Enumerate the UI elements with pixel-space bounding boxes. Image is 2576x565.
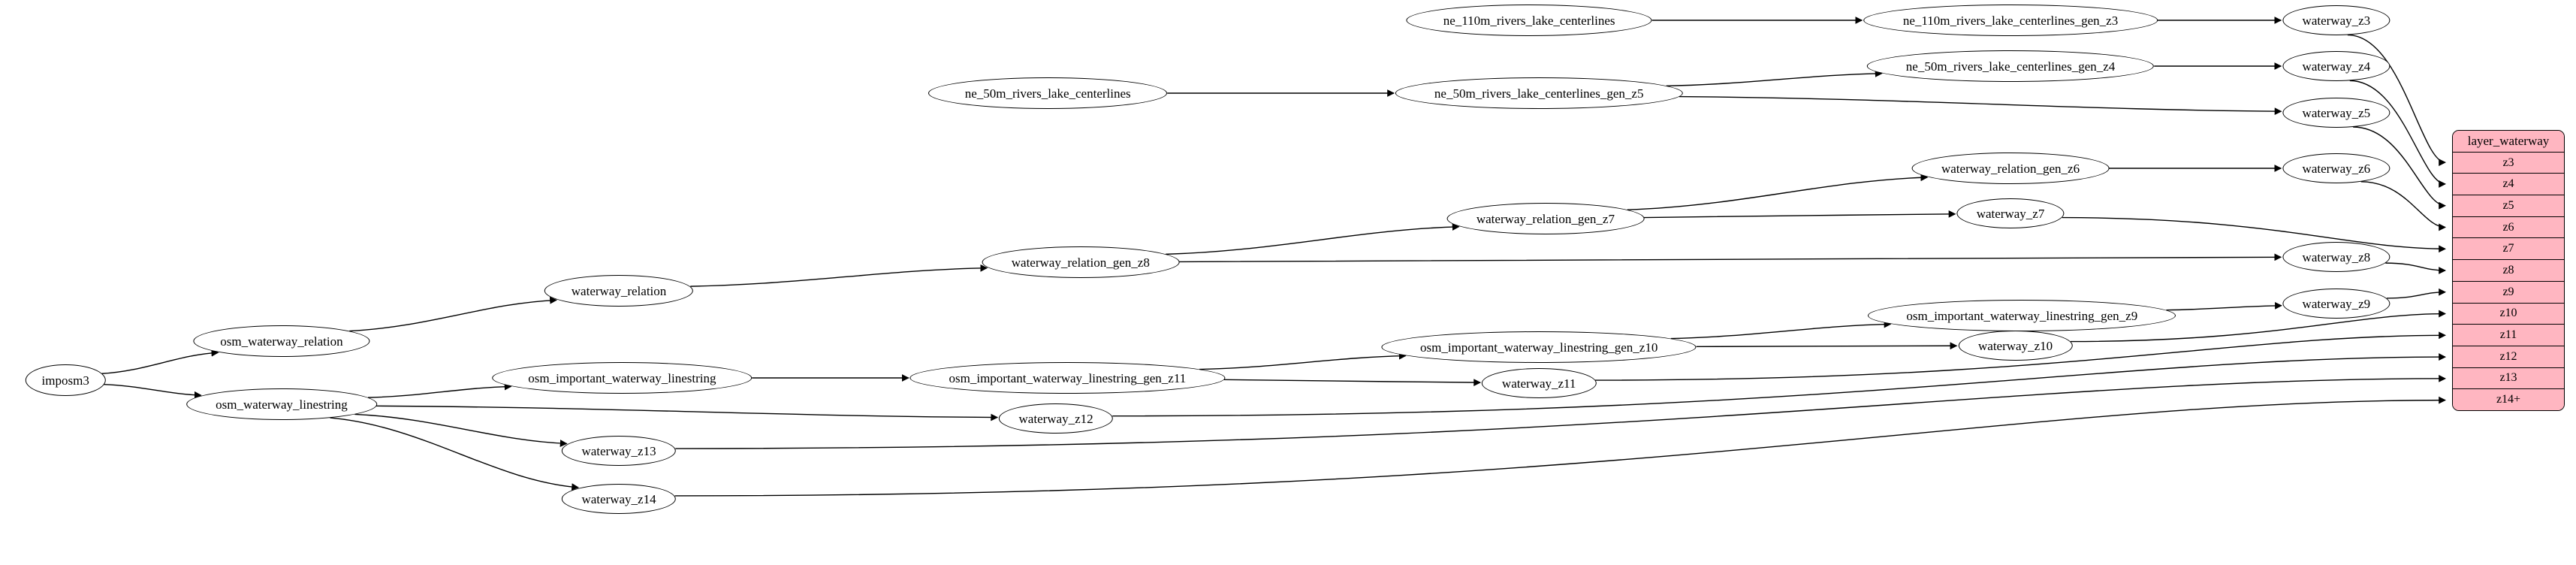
node-label: osm_waterway_relation: [220, 334, 343, 349]
node-label: waterway_z13: [581, 443, 656, 458]
node-ne_110m_rivers_lake_centerlines_gen_z3[interactable]: ne_110m_rivers_lake_centerlines_gen_z3: [1863, 5, 2158, 36]
layer-table-row-z14+[interactable]: z14+: [2453, 388, 2564, 410]
node-label: osm_important_waterway_linestring_gen_z1…: [949, 370, 1187, 385]
edge-waterway_relation_gen_z8-to-waterway_relation_gen_z7: [1166, 223, 1460, 255]
edge-waterway_z6-to-layer_waterway-z6: [2360, 181, 2446, 231]
node-label: waterway_relation_gen_z6: [1941, 161, 2080, 176]
node-osm_important_waterway_linestring[interactable]: osm_important_waterway_linestring: [492, 362, 753, 394]
edge-osm_important_waterway_linestring_gen_z9-to-waterway_z9: [2166, 301, 2282, 311]
node-label: osm_important_waterway_linestring_gen_z9: [1906, 308, 2138, 323]
node-waterway_relation[interactable]: waterway_relation: [544, 275, 694, 307]
layer-table-row-z8[interactable]: z8: [2453, 259, 2564, 281]
node-waterway_z11[interactable]: waterway_z11: [1481, 368, 1597, 398]
node-ne_110m_rivers_lake_centerlines[interactable]: ne_110m_rivers_lake_centerlines: [1406, 5, 1652, 36]
node-osm_important_waterway_linestring_gen_z9[interactable]: osm_important_waterway_linestring_gen_z9: [1868, 300, 2176, 331]
node-label: waterway_z7: [1976, 206, 2045, 221]
node-osm_waterway_relation[interactable]: osm_waterway_relation: [193, 325, 370, 357]
node-label: waterway_z10: [1978, 338, 2053, 353]
edge-osm_waterway_linestring-to-waterway_z13: [354, 413, 568, 447]
node-waterway_z10[interactable]: waterway_z10: [1958, 331, 2073, 361]
layer-table-row-z4[interactable]: z4: [2453, 173, 2564, 195]
layer-table-row-z10[interactable]: z10: [2453, 302, 2564, 325]
node-waterway_z14[interactable]: waterway_z14: [561, 484, 677, 514]
edge-waterway_relation_gen_z7-to-waterway_relation_gen_z6: [1627, 174, 1929, 210]
edge-waterway_relation-to-waterway_relation_gen_z8: [690, 264, 988, 287]
edge-waterway_z12-to-layer_waterway-z12: [1112, 353, 2446, 417]
layer-table-title: layer_waterway: [2453, 131, 2564, 152]
node-label: ne_50m_rivers_lake_centerlines_gen_z5: [1434, 86, 1644, 101]
edge-waterway_z8-to-layer_waterway-z8: [2385, 262, 2446, 274]
node-osm_important_waterway_linestring_gen_z11[interactable]: osm_important_waterway_linestring_gen_z1…: [909, 362, 1225, 394]
node-ne_50m_rivers_lake_centerlines[interactable]: ne_50m_rivers_lake_centerlines: [928, 77, 1168, 109]
node-label: waterway_relation_gen_z7: [1476, 211, 1615, 226]
layer-table-row-z3[interactable]: z3: [2453, 151, 2564, 174]
node-waterway_z3[interactable]: waterway_z3: [2282, 5, 2390, 35]
node-waterway_z4[interactable]: waterway_z4: [2282, 51, 2390, 81]
node-label: ne_50m_rivers_lake_centerlines: [964, 86, 1131, 101]
edge-waterway_z7-to-layer_waterway-z7: [2062, 216, 2446, 253]
edge-waterway_relation_gen_z7-to-waterway_z7: [1643, 210, 1956, 219]
edge-osm_important_waterway_linestring_gen_z10-to-osm_important_waterway_linestring_gen_z9: [1670, 320, 1892, 340]
node-label: waterway_z11: [1501, 376, 1576, 391]
layer-table-row-z5[interactable]: z5: [2453, 195, 2564, 216]
node-osm_important_waterway_linestring_gen_z10[interactable]: osm_important_waterway_linestring_gen_z1…: [1381, 331, 1697, 363]
node-osm_waterway_linestring[interactable]: osm_waterway_linestring: [186, 388, 377, 420]
node-label: waterway_z14: [581, 491, 656, 506]
node-label: waterway_z8: [2302, 249, 2371, 264]
edge-osm_waterway_relation-to-waterway_relation: [349, 296, 557, 332]
layer-table-row-z13[interactable]: z13: [2453, 367, 2564, 389]
edge-ne_50m_rivers_lake_centerlines_gen_z5-to-ne_50m_rivers_lake_centerlines_gen_z4: [1666, 70, 1883, 86]
node-imposm3[interactable]: imposm3: [25, 364, 106, 396]
node-waterway_relation_gen_z7[interactable]: waterway_relation_gen_z7: [1446, 203, 1645, 234]
node-waterway_z9[interactable]: waterway_z9: [2282, 289, 2390, 319]
node-waterway_z5[interactable]: waterway_z5: [2282, 98, 2390, 128]
node-ne_50m_rivers_lake_centerlines_gen_z5[interactable]: ne_50m_rivers_lake_centerlines_gen_z5: [1395, 77, 1683, 109]
node-label: waterway_z5: [2302, 105, 2371, 120]
node-waterway_z7[interactable]: waterway_z7: [1956, 198, 2065, 228]
node-label: waterway_z3: [2302, 13, 2371, 28]
node-label: waterway_relation: [571, 283, 667, 298]
edge-waterway_z14-to-layer_waterway-z14+: [674, 396, 2446, 497]
node-label: imposm3: [41, 373, 89, 388]
node-waterway_z13[interactable]: waterway_z13: [561, 436, 677, 466]
layer-table-row-z9[interactable]: z9: [2453, 280, 2564, 303]
node-label: osm_important_waterway_linestring_gen_z1…: [1420, 340, 1658, 355]
layer-table-row-z7[interactable]: z7: [2453, 237, 2564, 260]
edge-imposm3-to-osm_waterway_linestring: [104, 383, 202, 399]
edge-ne_50m_rivers_lake_centerlines_gen_z5-to-waterway_z5: [1679, 95, 2282, 116]
node-label: ne_110m_rivers_lake_centerlines: [1443, 13, 1615, 28]
node-waterway_z12[interactable]: waterway_z12: [998, 403, 1114, 434]
node-label: osm_important_waterway_linestring: [528, 370, 716, 385]
edge-osm_waterway_linestring-to-waterway_z12: [376, 405, 999, 421]
node-label: osm_waterway_linestring: [216, 397, 348, 412]
edge-osm_important_waterway_linestring_gen_z11-to-waterway_z11: [1223, 379, 1482, 386]
node-label: waterway_z6: [2302, 161, 2371, 176]
edge-waterway_relation_gen_z8-to-waterway_z8: [1179, 253, 2282, 263]
node-label: waterway_relation_gen_z8: [1011, 255, 1150, 270]
layer-table-row-z11[interactable]: z11: [2453, 324, 2564, 346]
node-waterway_relation_gen_z6[interactable]: waterway_relation_gen_z6: [1911, 153, 2110, 184]
node-ne_50m_rivers_lake_centerlines_gen_z4[interactable]: ne_50m_rivers_lake_centerlines_gen_z4: [1866, 50, 2155, 82]
node-label: waterway_z12: [1018, 411, 1093, 426]
edge-osm_important_waterway_linestring_gen_z11-to-osm_important_waterway_linestring_gen_z10: [1199, 352, 1407, 370]
edge-osm_waterway_linestring-to-waterway_z14: [330, 417, 580, 491]
node-waterway_z6[interactable]: waterway_z6: [2282, 153, 2390, 183]
node-label: ne_110m_rivers_lake_centerlines_gen_z3: [1902, 13, 2119, 28]
node-label: waterway_z4: [2302, 59, 2371, 74]
node-label: ne_50m_rivers_lake_centerlines_gen_z4: [1905, 59, 2116, 74]
edge-osm_waterway_linestring-to-osm_important_waterway_linestring: [367, 382, 512, 398]
edge-waterway_z9-to-layer_waterway-z9: [2386, 288, 2446, 299]
node-waterway_z8[interactable]: waterway_z8: [2282, 242, 2390, 272]
edge-imposm3-to-osm_waterway_relation: [101, 349, 219, 374]
layer-table-row-z12[interactable]: z12: [2453, 345, 2564, 367]
layer-table-row-z6[interactable]: z6: [2453, 216, 2564, 238]
node-waterway_relation_gen_z8[interactable]: waterway_relation_gen_z8: [982, 246, 1180, 278]
node-label: waterway_z9: [2302, 296, 2371, 311]
